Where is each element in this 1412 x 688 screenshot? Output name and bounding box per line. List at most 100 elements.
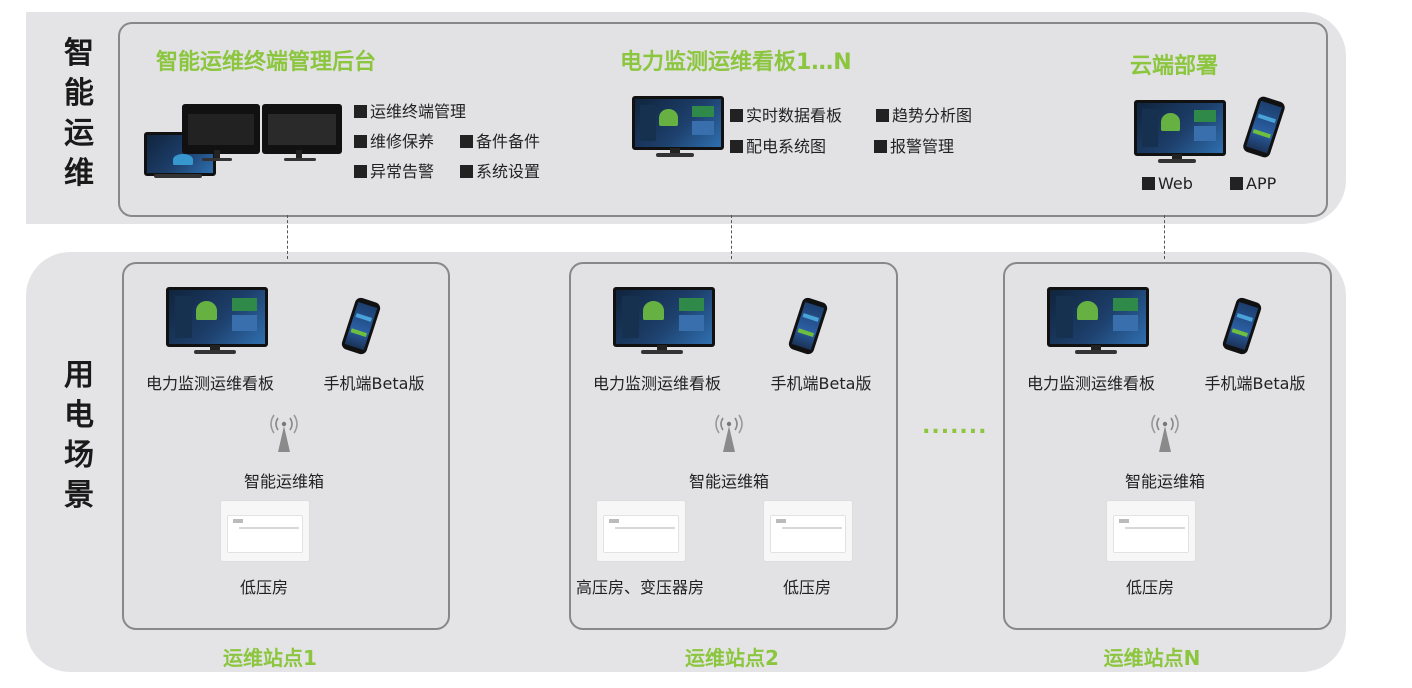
- wireless-antenna-icon: [1151, 414, 1179, 452]
- monitor-caption: 电力监测运维看板: [145, 374, 274, 393]
- monitor-stand: [1091, 345, 1101, 351]
- section-label-char: 用电场景: [44, 356, 114, 516]
- phone-caption: 手机端Beta版: [1204, 374, 1306, 393]
- monitor-stand: [296, 150, 302, 158]
- feature-item: APP: [1230, 174, 1276, 193]
- feature-item: 异常告警: [354, 158, 434, 182]
- feature-item: 系统设置: [460, 158, 540, 182]
- monitor-stand: [284, 158, 316, 161]
- feature-label: 实时数据看板: [746, 106, 843, 125]
- monitor-stand: [210, 345, 220, 351]
- feature-label: 异常告警: [370, 162, 435, 181]
- monitor-stand: [656, 153, 694, 157]
- connector-line: [287, 215, 288, 259]
- connector-line: [1164, 215, 1165, 259]
- phone-caption: 手机端Beta版: [770, 374, 872, 393]
- section-label-char: 智能运维: [44, 34, 114, 194]
- backend-monitor-group: [140, 100, 342, 186]
- feature-label: 备件备件: [476, 132, 541, 151]
- monitor-screen: [262, 104, 342, 154]
- feature-label: APP: [1246, 174, 1277, 193]
- bullet-square: [876, 109, 889, 122]
- feature-label: 系统设置: [476, 162, 541, 181]
- monitor-screen: [182, 104, 260, 154]
- bullet-square: [1142, 177, 1155, 190]
- monitor-screen: [166, 287, 268, 347]
- phone-caption: 手机端Beta版: [323, 374, 425, 393]
- monitor-caption: 电力监测运维看板: [592, 374, 721, 393]
- monitor-stand: [657, 345, 667, 351]
- feature-item: 配电系统图: [730, 133, 826, 157]
- feature-item: 运维终端管理: [354, 98, 466, 122]
- section-label-char: 能: [64, 76, 94, 111]
- feature-item: 实时数据看板: [730, 102, 842, 126]
- feature-item: Web: [1142, 174, 1193, 193]
- section-label-char: 景: [64, 478, 94, 513]
- site-name: 运维站点N: [1103, 646, 1201, 670]
- site-name: 运维站点1: [223, 646, 317, 670]
- monitor-screen: [632, 96, 724, 150]
- room-caption: 低压房: [782, 578, 831, 597]
- feature-label: 维修保养: [370, 132, 435, 151]
- site-monitor: [1047, 287, 1151, 357]
- bullet-square: [730, 140, 743, 153]
- bullet-square: [460, 165, 473, 178]
- section-label-char: 电: [64, 398, 94, 433]
- feature-label: 运维终端管理: [370, 102, 467, 121]
- section-label-char: 维: [64, 156, 94, 191]
- wireless-antenna-icon: [715, 414, 743, 452]
- feature-label: Web: [1158, 174, 1193, 193]
- ellipsis: .......: [922, 414, 988, 439]
- monitor-stand: [154, 174, 202, 178]
- monitor-screen: [1047, 287, 1149, 347]
- backend-title: 智能运维终端管理后台: [156, 50, 377, 75]
- site-monitor: [613, 287, 717, 357]
- feature-item: 维修保养: [354, 128, 434, 152]
- feature-item: 趋势分析图: [876, 102, 972, 126]
- monitor-stand: [1158, 159, 1196, 163]
- feature-item: 报警管理: [874, 133, 954, 157]
- distribution-box: [1106, 500, 1196, 562]
- feature-label: 趋势分析图: [892, 106, 973, 125]
- section-label-char: 智: [64, 36, 94, 71]
- cloud-monitor: [1134, 100, 1226, 166]
- monitor-screen: [1134, 100, 1226, 156]
- wireless-antenna-icon: [270, 414, 298, 452]
- bullet-square: [1230, 177, 1243, 190]
- monitor-caption: 电力监测运维看板: [1026, 374, 1155, 393]
- dashboard-title: 电力监测运维看板1…N: [620, 50, 852, 75]
- distribution-box: [763, 500, 853, 562]
- feature-label: 配电系统图: [746, 137, 827, 156]
- room-caption: 高压房、变压器房: [575, 578, 704, 597]
- ops-box-caption: 智能运维箱: [688, 472, 769, 491]
- section-label-scenario: 用电场景: [44, 356, 114, 516]
- dashboard-monitor: [632, 96, 724, 160]
- bullet-square: [354, 135, 367, 148]
- distribution-box: [596, 500, 686, 562]
- section-label-char: 用: [64, 358, 94, 393]
- feature-label: 报警管理: [890, 137, 955, 156]
- monitor-stand: [1172, 154, 1182, 160]
- bullet-square: [730, 109, 743, 122]
- monitor-stand: [1075, 350, 1117, 354]
- bullet-square: [874, 140, 887, 153]
- monitor-screen: [613, 287, 715, 347]
- monitor-stand: [194, 350, 236, 354]
- bullet-square: [354, 105, 367, 118]
- monitor-stand: [670, 148, 680, 154]
- feature-item: 备件备件: [460, 128, 540, 152]
- ops-box-caption: 智能运维箱: [243, 472, 324, 491]
- bullet-square: [460, 135, 473, 148]
- connector-line: [731, 215, 732, 259]
- site-name: 运维站点2: [685, 646, 779, 670]
- section-label-char: 运: [64, 116, 94, 151]
- distribution-box: [220, 500, 310, 562]
- monitor-stand: [214, 150, 220, 158]
- bullet-square: [354, 165, 367, 178]
- ops-box-caption: 智能运维箱: [1124, 472, 1205, 491]
- cloud-title: 云端部署: [1130, 54, 1219, 79]
- monitor-stand: [641, 350, 683, 354]
- section-label-char: 场: [64, 438, 94, 473]
- room-caption: 低压房: [239, 578, 288, 597]
- site-monitor: [166, 287, 270, 357]
